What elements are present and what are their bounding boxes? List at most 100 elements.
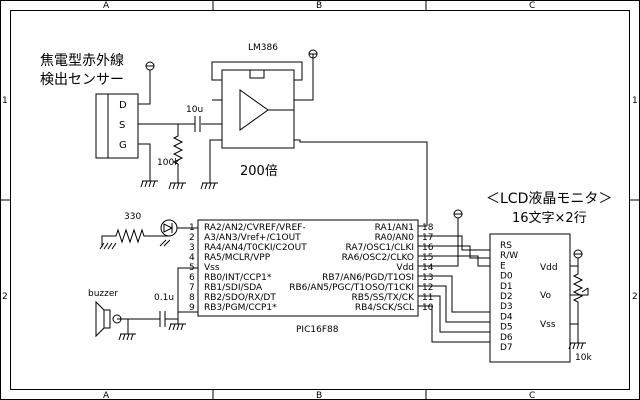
mcu-pin-label: RB5/SS/TX/CK (351, 293, 415, 303)
cap-in-label: 10u (186, 105, 203, 115)
led-arrows (159, 239, 171, 247)
led-res (101, 228, 160, 244)
lcd-vdd-wire (570, 258, 579, 267)
mcu-pin-label: RA5/MCLR/VPP (204, 253, 271, 263)
mcu-pin-number: 17 (422, 233, 433, 243)
mcu-pin-label: RB1/SDI/SDA (204, 283, 263, 293)
cap-buzzer-label: 0.1u (154, 293, 174, 303)
led-body (160, 219, 178, 237)
mcu-pin-number: 3 (189, 243, 195, 253)
lcd-body (489, 233, 571, 363)
mcu-lcd-wires (418, 218, 490, 343)
mcu-left-pins: RA2/AN2/CVREF/VREF-1A3/AN3/Vref+/C1OUT2R… (189, 223, 307, 313)
ground-symbol-mcu (168, 323, 186, 331)
sensor-title-line2: 検出センサー (40, 72, 124, 88)
lcd-subtitle: 16文字×2行 (512, 211, 587, 226)
col-label-c-top: C (529, 1, 535, 11)
mcu-name: PIC16F88 (296, 325, 339, 335)
amp-wires (209, 54, 428, 226)
mcu-ground-wire (177, 267, 198, 324)
sensor-d-wire (138, 70, 151, 105)
lcd-pin-label: D2 (500, 292, 513, 302)
ground-symbol-lcd (568, 342, 586, 350)
mcu-pin-label: RB6/AN5/PGC/T1OSO/T1CKI (289, 283, 414, 293)
mcu-pin-label: RB2/SDO/RX/DT (204, 293, 276, 303)
lcd-pin-label: D7 (500, 343, 513, 353)
ground-symbol-amp (200, 182, 218, 190)
col-label-a-top: A (103, 1, 110, 11)
col-label-b-bottom: B (316, 391, 322, 400)
mcu-pin-number: 6 (189, 273, 195, 283)
lcd-pin-label: Vo (540, 291, 551, 301)
sensor-g-wire (138, 143, 151, 180)
amp-triangle (239, 89, 269, 131)
row-label-1-right: 1 (632, 96, 638, 106)
sensor-pin-g: G (119, 140, 127, 151)
mcu-pin-label: Vdd (396, 263, 414, 273)
gain-label: 200倍 (240, 164, 278, 179)
col-label-c-bottom: C (529, 391, 535, 400)
mcu-pin-label: RB3/PGM/CCP1* (204, 303, 277, 313)
sensor-pin-box (107, 93, 139, 159)
mcu-pin-number: 1 (189, 223, 195, 233)
mcu-pin-label: RA1/AN1 (375, 223, 414, 233)
buzzer-label: buzzer (88, 289, 118, 299)
mcu-pin-number: 2 (189, 233, 195, 243)
mcu-pin-number: 13 (422, 273, 433, 283)
mcu-pin-number: 4 (189, 253, 195, 263)
ground-symbol-buzzer (118, 333, 136, 341)
mcu-pin-number: 14 (422, 263, 434, 273)
mcu-pin-label: RA6/OSC2/CLKO (342, 253, 414, 263)
ground-symbol-led (99, 241, 117, 250)
mcu-pin-number: 10 (422, 303, 434, 313)
mcu-pin-label: A3/AN3/Vref+/C1OUT (204, 233, 301, 243)
lcd-pin-label: E (500, 261, 506, 271)
mcu-pin-number: 7 (189, 283, 195, 293)
lcd-pin-label: R/W (500, 251, 518, 261)
mcu-pin-number: 8 (189, 293, 195, 303)
lcd-pin-label: D5 (500, 323, 513, 333)
mcu-pin-label: RA0/AN0 (375, 233, 415, 243)
cap-buzzer-wire (165, 311, 198, 320)
vdd-symbol-sensor (145, 61, 155, 71)
sensor-pin-s: S (119, 120, 125, 131)
lcd-title: ＜LCD液晶モニタ＞ (486, 191, 612, 207)
mcu-pin-number: 18 (422, 223, 434, 233)
mcu-pin-label: Vss (204, 263, 220, 273)
lcd-pin-label: D4 (500, 312, 513, 322)
col-label-a-bottom: A (103, 391, 110, 400)
amp-name: LM386 (248, 43, 278, 53)
mcu-pin-label: RB7/AN6/PGD/T1OSI (322, 273, 414, 283)
lcd-pin-label: D1 (500, 282, 513, 292)
mcu-pin-label: RB4/SCK/SCL (355, 303, 414, 313)
col-label-b-top: B (316, 1, 322, 11)
lcd-pin-label: D3 (500, 302, 513, 312)
sensor-title-line1: 焦電型赤外線 (40, 53, 124, 69)
mcu-pin-number: 11 (422, 293, 433, 303)
mcu-pin-label: RA7/OSC1/CLKI (346, 243, 415, 253)
mcu-pin-label: RB0/INT/CCP1* (204, 273, 272, 283)
pot-label: 10k (575, 353, 592, 363)
mcu-pin-number: 12 (422, 283, 433, 293)
lcd-pin-label: Vss (540, 320, 556, 330)
pot-body (570, 266, 589, 343)
mcu-pin-label: RA2/AN2/CVREF/VREF- (204, 223, 306, 233)
mcu-pin-number: 16 (422, 243, 434, 253)
amp-body (221, 69, 295, 149)
lcd-pin-label: Vdd (540, 263, 558, 273)
res-bias (172, 124, 184, 183)
mcu-pin-label: RA4/AN4/T0CKI/C2OUT (204, 243, 307, 253)
ground-symbol-sensor (140, 180, 158, 188)
row-label-2-right: 2 (632, 292, 638, 302)
amp-notch (249, 70, 265, 79)
row-label-1-left: 1 (2, 96, 8, 106)
sensor-pin-d: D (119, 100, 127, 111)
mcu-pin-number: 15 (422, 253, 433, 263)
led-res-label: 330 (124, 212, 141, 222)
vdd-symbol-mcu (453, 209, 463, 219)
res-bias-label: 100k (157, 158, 180, 168)
ground-symbol-resistor (168, 182, 186, 190)
